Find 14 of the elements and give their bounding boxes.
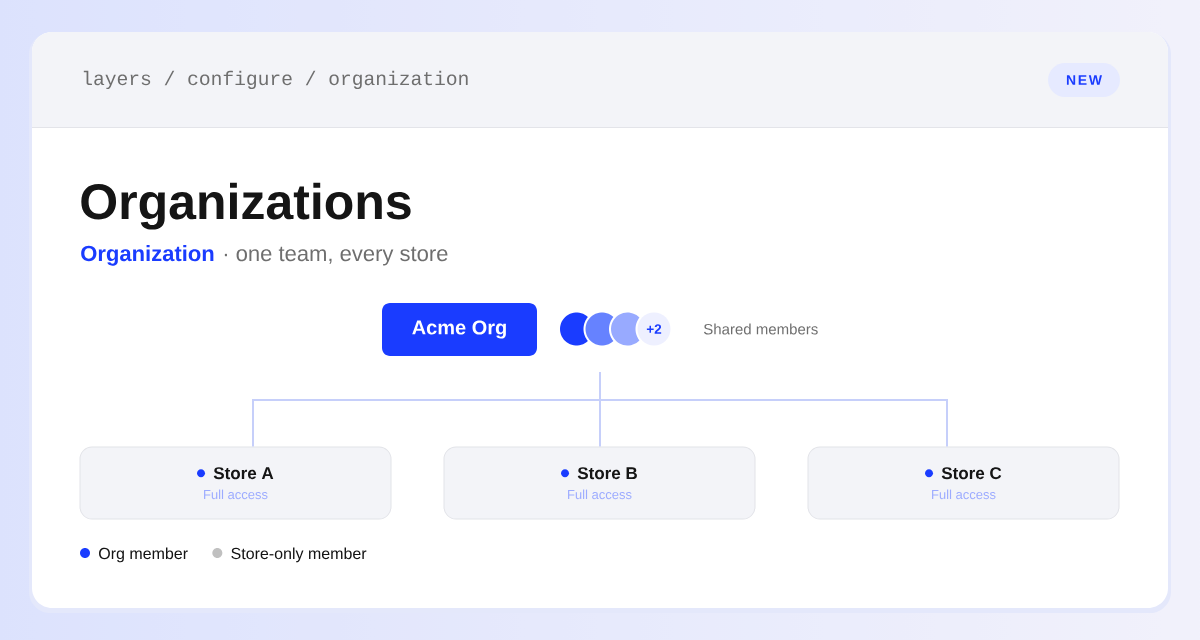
count-chip: +2 [637, 312, 671, 346]
store-card: Store B Full access [443, 446, 756, 520]
org-button: Acme Org [382, 303, 537, 356]
subtitle-keyword: Organization [81, 245, 214, 266]
page-title: Organizations [81, 182, 411, 230]
members-caption: Shared members [703, 323, 818, 335]
tree-connector [599, 371, 948, 448]
breadcrumb-path: layers / configure / organization [83, 70, 468, 90]
legend-label: Store-only member [231, 547, 367, 563]
store-card: Store C Full access [807, 446, 1120, 520]
legend-label: Org member [99, 547, 188, 563]
subtitle-text: · one team, every store [224, 246, 448, 266]
status-badge: NEW [1048, 63, 1120, 97]
store-card: Store A Full access [79, 446, 392, 520]
